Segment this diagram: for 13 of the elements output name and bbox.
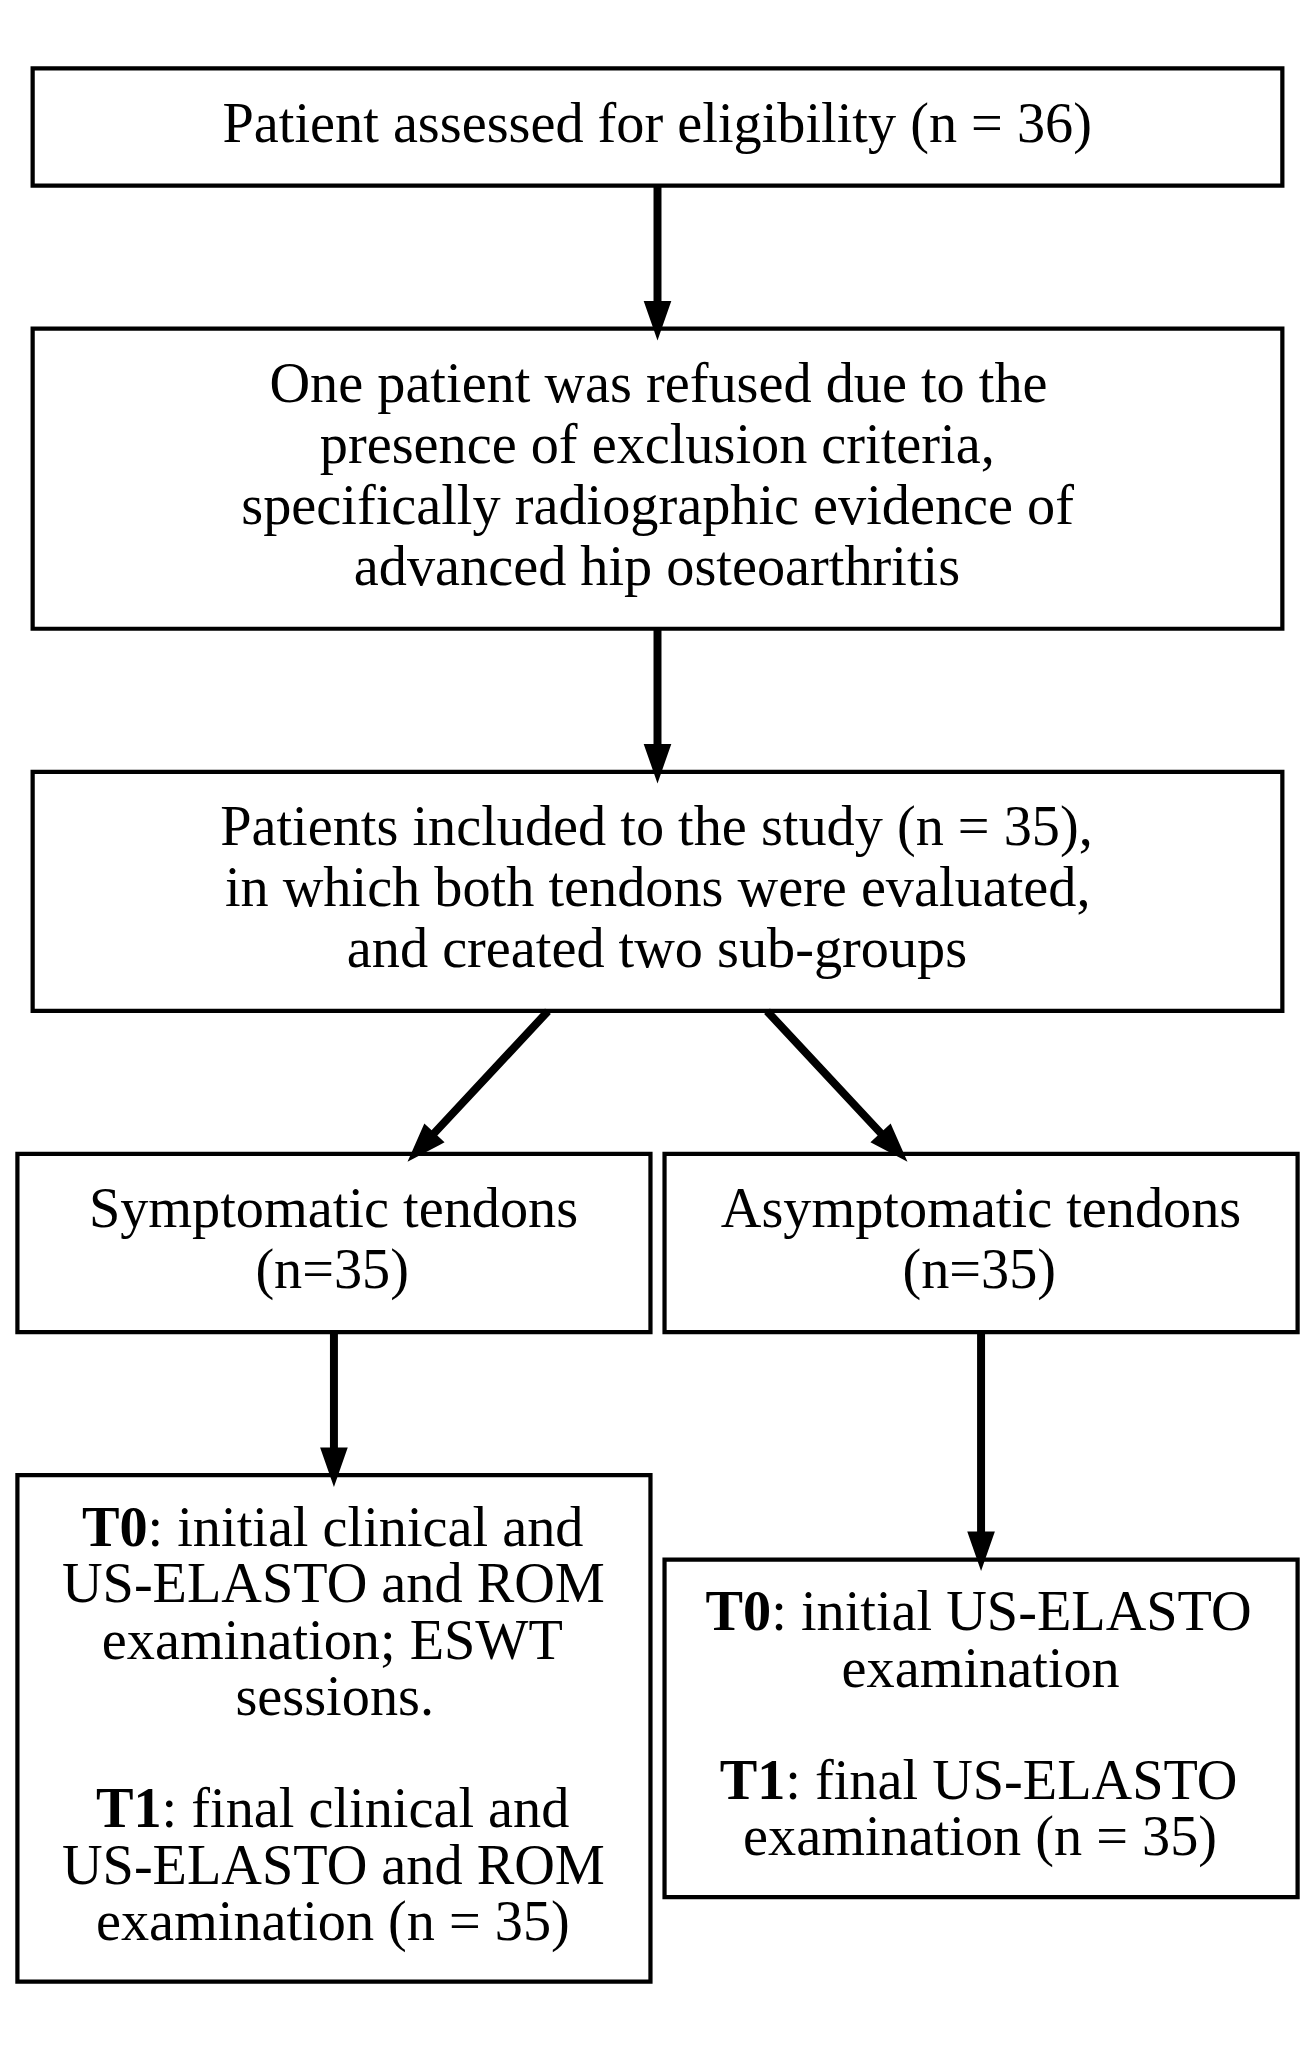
node-box: T0: initial clinical and US-ELASTO and ROM examination; ESWT sessions. T1: final clinical and US-ELASTO and ROM examination (n = 35) (15, 1473, 653, 1984)
node-box: Patients included to the study (n = 35), in which both tendons were evaluated, and created two sub-groups (30, 769, 1285, 1014)
arrow (643, 629, 672, 784)
node-box: Symptomatic tendons (n=35) (15, 1151, 653, 1335)
node-box: Patient assessed for eligibility (n = 36) (30, 66, 1285, 188)
arrow (764, 1008, 908, 1162)
arrow (320, 1332, 348, 1487)
node-box: Asymptomatic tendons (n=35) (662, 1151, 1300, 1335)
node-box: One patient was refused due to the presence of exclusion criteria, specifically radiographic evidence of advanced hip osteoarthritis (30, 326, 1285, 631)
arrow (967, 1332, 995, 1571)
node-box: T0: initial US-ELASTO examination T1: final US-ELASTO examination (n = 35) (662, 1557, 1300, 1900)
arrow (407, 1008, 551, 1162)
arrow (643, 185, 672, 341)
